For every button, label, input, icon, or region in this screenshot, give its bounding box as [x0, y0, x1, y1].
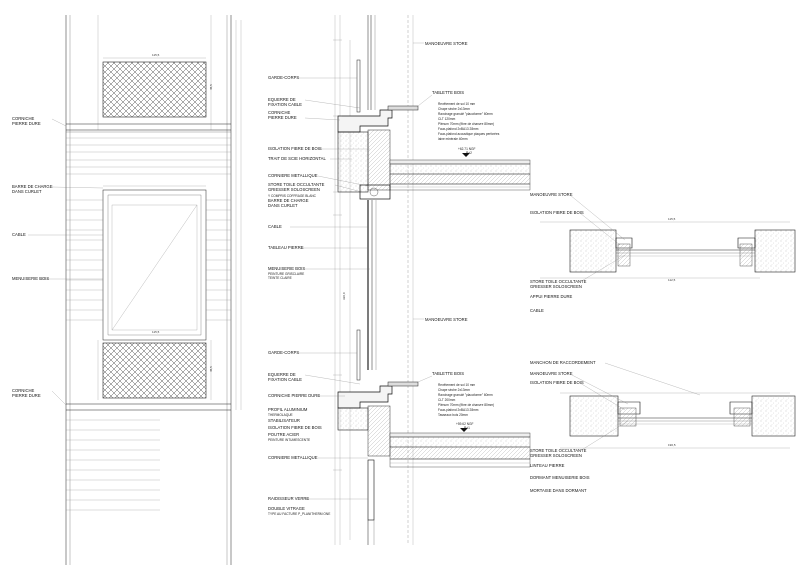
- plan-bot-dormant: DORMANT MENUISERIE BOIS: [530, 475, 590, 480]
- label-cable: CABLE: [268, 224, 282, 229]
- label-profil-sub: THERMOLAQUE: [268, 413, 293, 417]
- elev-label-cable: CABLE: [12, 232, 26, 237]
- top-grille-width: 115,5: [152, 53, 160, 57]
- elevation: 115,5 45,5: [12, 15, 242, 565]
- floor-spec-top: Revêtement de sol 10 mm Chape sèche 2x13…: [438, 102, 500, 141]
- svg-text:Revêtement de sol 10 mm: Revêtement de sol 10 mm: [438, 102, 476, 106]
- label-manoeuvre-mid: MANOEUVRE STORE: [425, 317, 468, 322]
- lower-stone-wall: [337, 407, 369, 431]
- plan-bot-mortaise: MORTAISE DANS DORMANT: [530, 488, 587, 493]
- plan-bot-manoeuvre: MANOEUVRE STORE: [530, 371, 573, 376]
- plan-top-isolation: ISOLATION FIBRE DE BOIS: [530, 210, 584, 215]
- plan-top: 115,5 112,5 MANOEUVRE STORE ISOLATION FI…: [530, 192, 796, 313]
- lower-slab: [389, 432, 531, 468]
- plan-bottom-width: 190,5: [668, 443, 676, 447]
- svg-text:Revêtement de sol 10 mm: Revêtement de sol 10 mm: [438, 383, 476, 387]
- upper-slab: [389, 159, 531, 191]
- svg-text:Tasseaux bois 20mm: Tasseaux bois 20mm: [438, 413, 468, 417]
- plan-top-width: 115,5: [668, 217, 676, 221]
- stone-courses-upper: [66, 137, 231, 175]
- label-isolation-bot: ISOLATION FIBRE DE BOIS: [268, 425, 322, 430]
- label-corniere-top: CORNIERE METALLIQUE: [268, 173, 318, 178]
- svg-text:Chape sèche 2x13mm: Chape sèche 2x13mm: [438, 107, 470, 111]
- top-grille: [102, 61, 207, 118]
- stone-courses-window: [66, 199, 231, 321]
- label-vitrage-sub: TYPE AU FACTURE P_PLANITHERM ONE: [268, 512, 330, 516]
- label-poutre-acier: POUTRE ACIER: [268, 432, 299, 437]
- svg-text:Faux-plafond 2xBA13 28mm: Faux-plafond 2xBA13 28mm: [438, 408, 479, 412]
- label-corniche-bot: CORNICHE PIERRE DURE: [268, 393, 320, 398]
- svg-text:Faux-plafond 2xBA13 28mm: Faux-plafond 2xBA13 28mm: [438, 127, 479, 131]
- label-tableau-pierre: TABLEAU PIERRE: [268, 245, 304, 250]
- section-leaders: [290, 77, 370, 500]
- label-poutre-sub: PEINTURE INTUMESCENTE: [268, 438, 310, 442]
- plan-top-manoeuvre: MANOEUVRE STORE: [530, 192, 573, 197]
- label-tablette-bot: TABLETTE BOIS: [432, 371, 464, 376]
- stone-courses-lower: [66, 419, 160, 511]
- plan-top-cable: CABLE: [530, 308, 544, 313]
- svg-text:CLT 120mm: CLT 120mm: [438, 117, 456, 121]
- svg-text:Faux-plafond acoustique plaque: Faux-plafond acoustique plaques perforée…: [438, 132, 500, 136]
- plan-bot-isolation: ISOLATION FIBRE DE BOIS: [530, 380, 584, 385]
- floor-spec-bottom: Revêtement de sol 10 mm Chape sèche 2x13…: [438, 383, 494, 417]
- label-stabilisateur: STABILISATEUR: [268, 418, 300, 423]
- plan-top-inner: 112,5: [668, 278, 676, 282]
- lower-cornice: [337, 385, 393, 409]
- section-dim-ticks: [333, 39, 342, 471]
- section-height-dim: 320,0: [342, 292, 346, 300]
- plan-top-appui: APPUI PIERRE DURE: [530, 294, 573, 299]
- label-corniere-bot: CORNIERE METALLIQUE: [268, 455, 318, 460]
- top-grille-height: 45,5: [209, 84, 213, 90]
- label-tablette-top: TABLETTE BOIS: [432, 90, 464, 95]
- label-store-sub: Y COMPRIS COFFRAGE BLANC: [268, 194, 317, 198]
- svg-text:Chape sèche 2x13mm: Chape sèche 2x13mm: [438, 388, 470, 392]
- upper-stone-wall: [337, 131, 369, 193]
- svg-text:Ravoirage granulé "placoforme": Ravoirage granulé "placoforme" 60mm: [438, 112, 493, 116]
- label-raidisseur: RAIDISSEUR VERRE: [268, 496, 309, 501]
- upper-cornice: [337, 109, 393, 133]
- bottom-grille: [102, 342, 207, 399]
- label-profil-alu: PROFIL ALUMINIUM: [268, 407, 308, 412]
- svg-text:Plénum 70mm (fibre de chanvre: Plénum 70mm (fibre de chanvre 80mm): [438, 122, 494, 126]
- elev-label-menuiserie: MENUISERIE BOIS: [12, 276, 49, 281]
- plan-bot-linteau: LINTEAU PIERRE: [530, 463, 565, 468]
- window-frame: [102, 189, 207, 341]
- svg-text:Plénum 70mm (fibre de chanvre: Plénum 70mm (fibre de chanvre 80mm): [438, 403, 494, 407]
- label-garde-corps-bot: GARDE-CORPS: [268, 350, 299, 355]
- elevation-dim-chain: [235, 20, 242, 410]
- svg-text:CLT 200mm: CLT 200mm: [438, 398, 456, 402]
- plan-bot-manchon: MANCHON DE RACCORDEMENT: [530, 360, 596, 365]
- bottom-grille-height: 45,5: [209, 366, 213, 372]
- svg-text:Ravoirage granulé "placoforme": Ravoirage granulé "placoforme" 60mm: [438, 393, 493, 397]
- label-garde-corps-top: GARDE-CORPS: [268, 75, 299, 80]
- label-manoeuvre-top: MANOEUVRE STORE: [425, 41, 468, 46]
- label-menuiserie: MENUISERIE BOIS: [268, 266, 305, 271]
- svg-text:laine minérale 40mm: laine minérale 40mm: [438, 137, 468, 141]
- label-double-vitrage: DOUBLE VITRAGE: [268, 506, 305, 511]
- bottom-grille-width: 115,5: [152, 330, 160, 334]
- label-isolation-top: ISOLATION FIBRE DE BOIS: [268, 146, 322, 151]
- plan-bottom: 190,5 MANCHON DE RACCORDEMENT MANOEUVRE …: [530, 360, 796, 493]
- label-trait-de-scie: TRAIT DE SCIE HORIZONTAL: [268, 156, 326, 161]
